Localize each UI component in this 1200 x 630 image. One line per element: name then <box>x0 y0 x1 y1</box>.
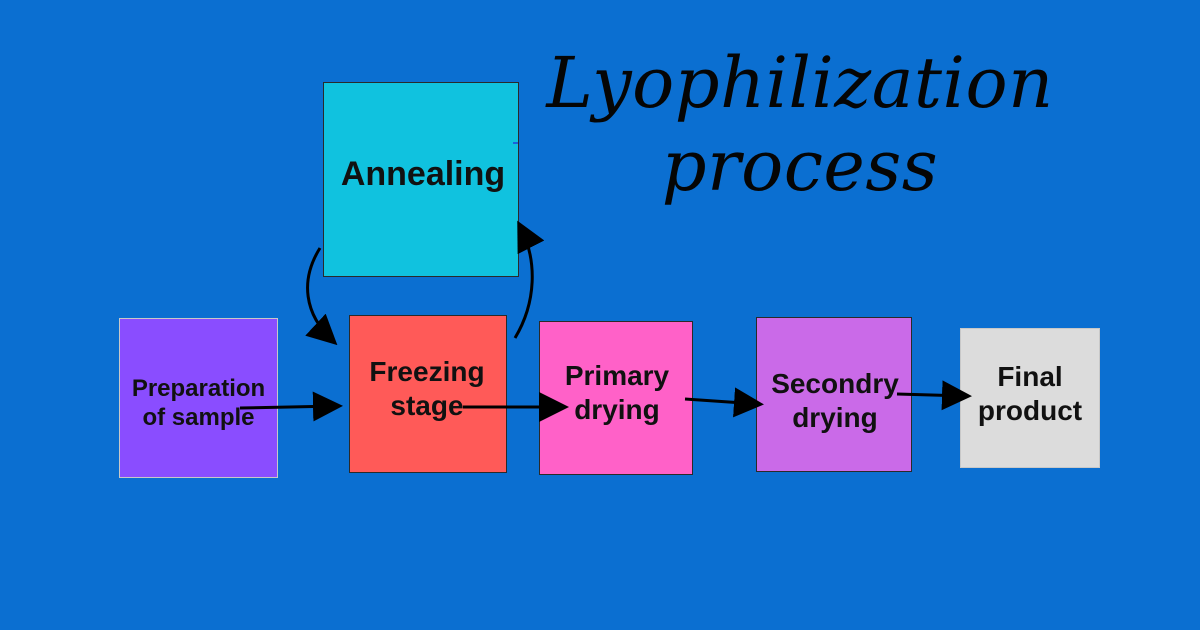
freezing-box: Freezing stage <box>349 315 507 473</box>
secondary-drying-box: Secondry drying <box>756 317 912 472</box>
primary-drying-box: Primary drying <box>539 321 693 475</box>
title-line-1: Lyophilization <box>546 42 1054 124</box>
title-line-2: process <box>661 124 939 207</box>
preparation-label: Preparation of sample <box>131 375 266 431</box>
secondary-drying-label: Secondry drying <box>771 367 899 433</box>
final-product-label: Final product <box>977 361 1083 426</box>
primary-drying-label: Primary drying <box>564 360 670 425</box>
preparation-box: Preparation of sample <box>119 318 278 478</box>
annealing-label: Annealing <box>340 155 506 194</box>
annealing-box: Annealing <box>323 82 519 277</box>
freezing-label: Freezing stage <box>369 356 485 421</box>
page-title: Lyophilization process <box>540 42 1060 207</box>
final-product-box: Final product <box>960 328 1100 468</box>
arrow-primary-to-secondary <box>684 387 764 418</box>
